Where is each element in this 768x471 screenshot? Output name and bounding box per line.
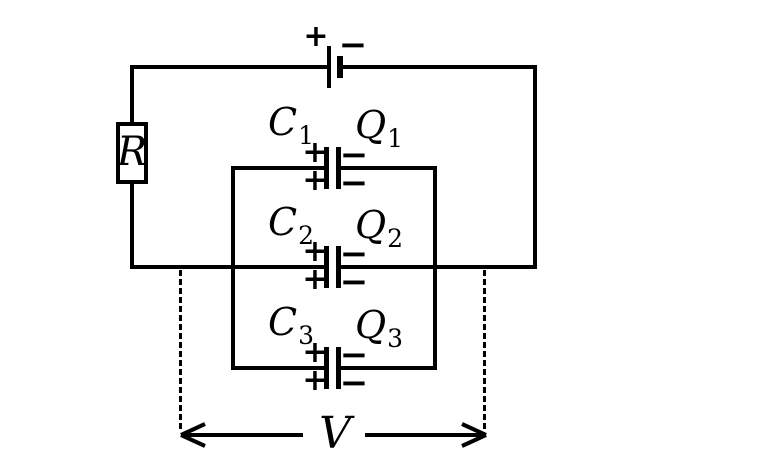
capacitor2-label-letter: C bbox=[268, 200, 298, 244]
charge2-label: Q2 bbox=[355, 203, 403, 251]
capacitor2-minus-top: − bbox=[339, 234, 369, 274]
charge3-label-subscript: 3 bbox=[387, 324, 404, 353]
capacitor3-label-letter: C bbox=[268, 300, 298, 344]
capacitor2-left-plate-icon bbox=[324, 246, 329, 288]
capacitor2-plus-top: + bbox=[302, 234, 328, 269]
voltage-label: V bbox=[319, 408, 351, 459]
voltage-guide-left bbox=[179, 270, 182, 429]
charge2-label-letter: Q bbox=[355, 203, 387, 247]
capacitor2-plus-bottom: + bbox=[302, 262, 328, 297]
voltage-span-arrows-icon bbox=[180, 422, 487, 448]
charge1-label-subscript: 1 bbox=[387, 124, 404, 153]
capacitor3-plus-bottom: + bbox=[302, 363, 328, 398]
capacitor1-plus-top: + bbox=[302, 135, 328, 170]
wire-top-right bbox=[341, 65, 537, 69]
capacitor1-plus-bottom: + bbox=[302, 163, 328, 198]
charge1-label-letter: Q bbox=[355, 103, 387, 147]
capacitor3-right-plate-icon bbox=[336, 347, 341, 389]
capacitor1-label-letter: C bbox=[268, 100, 298, 144]
capacitor2-label-subscript: 2 bbox=[298, 221, 314, 250]
battery-plus-sign: + bbox=[303, 19, 329, 54]
capacitor1-minus-top: − bbox=[339, 135, 369, 175]
wire-inner-bottom-left bbox=[231, 366, 326, 370]
capacitor3-minus-bottom: − bbox=[339, 363, 369, 403]
capacitor1-left-plate-icon bbox=[324, 147, 329, 189]
capacitor2-label: C2 bbox=[268, 200, 314, 248]
wire-top-left bbox=[130, 65, 329, 69]
wire-inner-right bbox=[433, 166, 437, 370]
charge3-label: Q3 bbox=[355, 303, 403, 351]
wire-inner-top-left bbox=[231, 166, 326, 170]
battery-negative-plate-icon bbox=[337, 56, 343, 78]
capacitor3-label: C3 bbox=[268, 300, 314, 348]
capacitor3-minus-top: − bbox=[339, 335, 369, 375]
wire-inner-top-right bbox=[340, 166, 437, 170]
voltage-guide-right bbox=[483, 270, 486, 429]
wire-inner-left bbox=[231, 166, 235, 370]
battery-positive-plate-icon bbox=[327, 46, 331, 88]
capacitor1-label: C1 bbox=[268, 100, 314, 148]
charge2-label-subscript: 2 bbox=[387, 224, 404, 253]
wire-right bbox=[533, 65, 537, 269]
capacitor2-minus-bottom: − bbox=[339, 262, 369, 302]
resistor: R bbox=[116, 122, 148, 184]
wire-middle-left bbox=[130, 265, 326, 269]
wire-inner-bottom-right bbox=[340, 366, 437, 370]
charge3-label-letter: Q bbox=[355, 303, 387, 347]
capacitor3-left-plate-icon bbox=[324, 347, 329, 389]
resistor-label: R bbox=[116, 129, 148, 175]
capacitor3-label-subscript: 3 bbox=[298, 321, 314, 350]
capacitor3-plus-top: + bbox=[302, 335, 328, 370]
capacitor1-minus-bottom: − bbox=[339, 163, 369, 203]
charge1-label: Q1 bbox=[355, 103, 403, 151]
capacitor1-right-plate-icon bbox=[336, 147, 341, 189]
capacitor2-right-plate-icon bbox=[336, 246, 341, 288]
capacitor1-label-subscript: 1 bbox=[298, 121, 314, 150]
battery-minus-sign: − bbox=[338, 25, 368, 65]
wire-middle-right bbox=[340, 265, 537, 269]
